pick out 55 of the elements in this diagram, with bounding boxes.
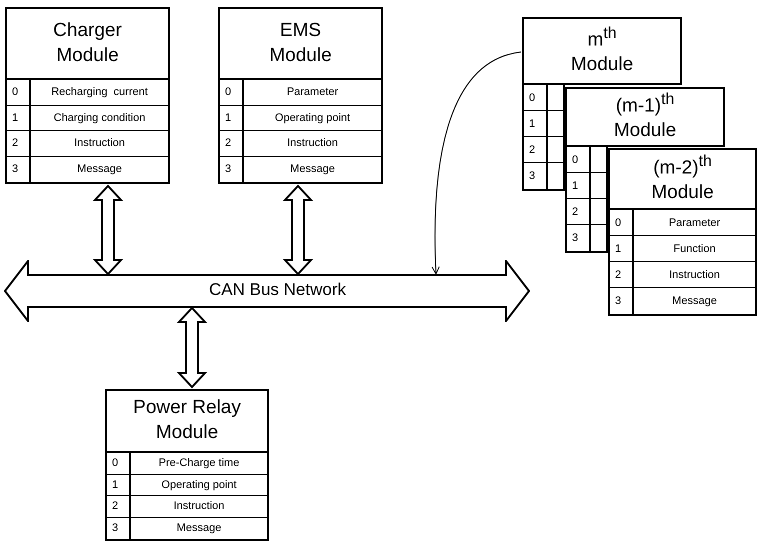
row-label: Message [672,295,717,307]
row-label: Instruction [174,500,224,512]
row-number: 0 [615,216,622,228]
row-number: 2 [615,268,622,280]
bus-label: CAN Bus Network [209,280,346,300]
row-number: 1 [12,112,18,124]
row-number: 3 [615,295,622,307]
row-label: Parameter [668,216,720,228]
row-number: 3 [572,232,578,244]
row-number: 2 [225,137,232,150]
row-number: 2 [572,206,578,218]
module-title: m$^{th}$ Module [570,24,634,78]
module-box [105,389,269,541]
row-number: 1 [615,242,622,254]
row-label: Operating point [161,478,237,491]
row-number: 3 [112,522,118,534]
row-number: 1 [225,112,232,124]
row-label: Parameter [286,86,338,98]
module-title: Power Relay Module [132,396,242,445]
double-arrow [176,306,208,388]
module-title: (m-1)$^{th}$ Module [612,90,678,144]
module-title: Charger Module [52,18,123,68]
row-number: 0 [12,86,18,98]
row-label: Operating point [274,112,350,124]
module-box [5,7,170,184]
row-label: Recharging current [51,86,148,98]
row-label: Message [176,522,222,534]
row-number: 1 [112,478,118,491]
row-number: 1 [529,118,536,130]
row-label: Charging condition [54,112,146,124]
row-label: Message [290,163,335,176]
row-label: Message [77,163,122,176]
row-label: Function [673,242,716,254]
row-number: 0 [529,92,536,104]
row-number: 3 [225,163,232,176]
double-arrow [92,184,124,276]
row-number: 1 [572,180,578,192]
row-number: 0 [572,154,578,166]
module-box [608,148,757,316]
row-number: 3 [12,163,18,176]
module-title: (m-2)$^{th}$ Module [650,152,715,206]
row-number: 2 [529,144,536,156]
module-title: EMS Module [268,18,333,68]
row-label: Instruction [287,137,338,150]
double-arrow [282,184,314,276]
row-label: Instruction [74,137,125,150]
module-box [218,7,383,184]
row-number: 0 [225,86,232,98]
row-number: 3 [529,170,536,182]
row-number: 0 [112,457,118,470]
row-number: 2 [112,500,118,512]
row-number: 2 [12,137,18,150]
curved-arrow [432,52,522,274]
row-label: Pre-Charge time [158,457,240,470]
row-label: Instruction [669,268,720,280]
